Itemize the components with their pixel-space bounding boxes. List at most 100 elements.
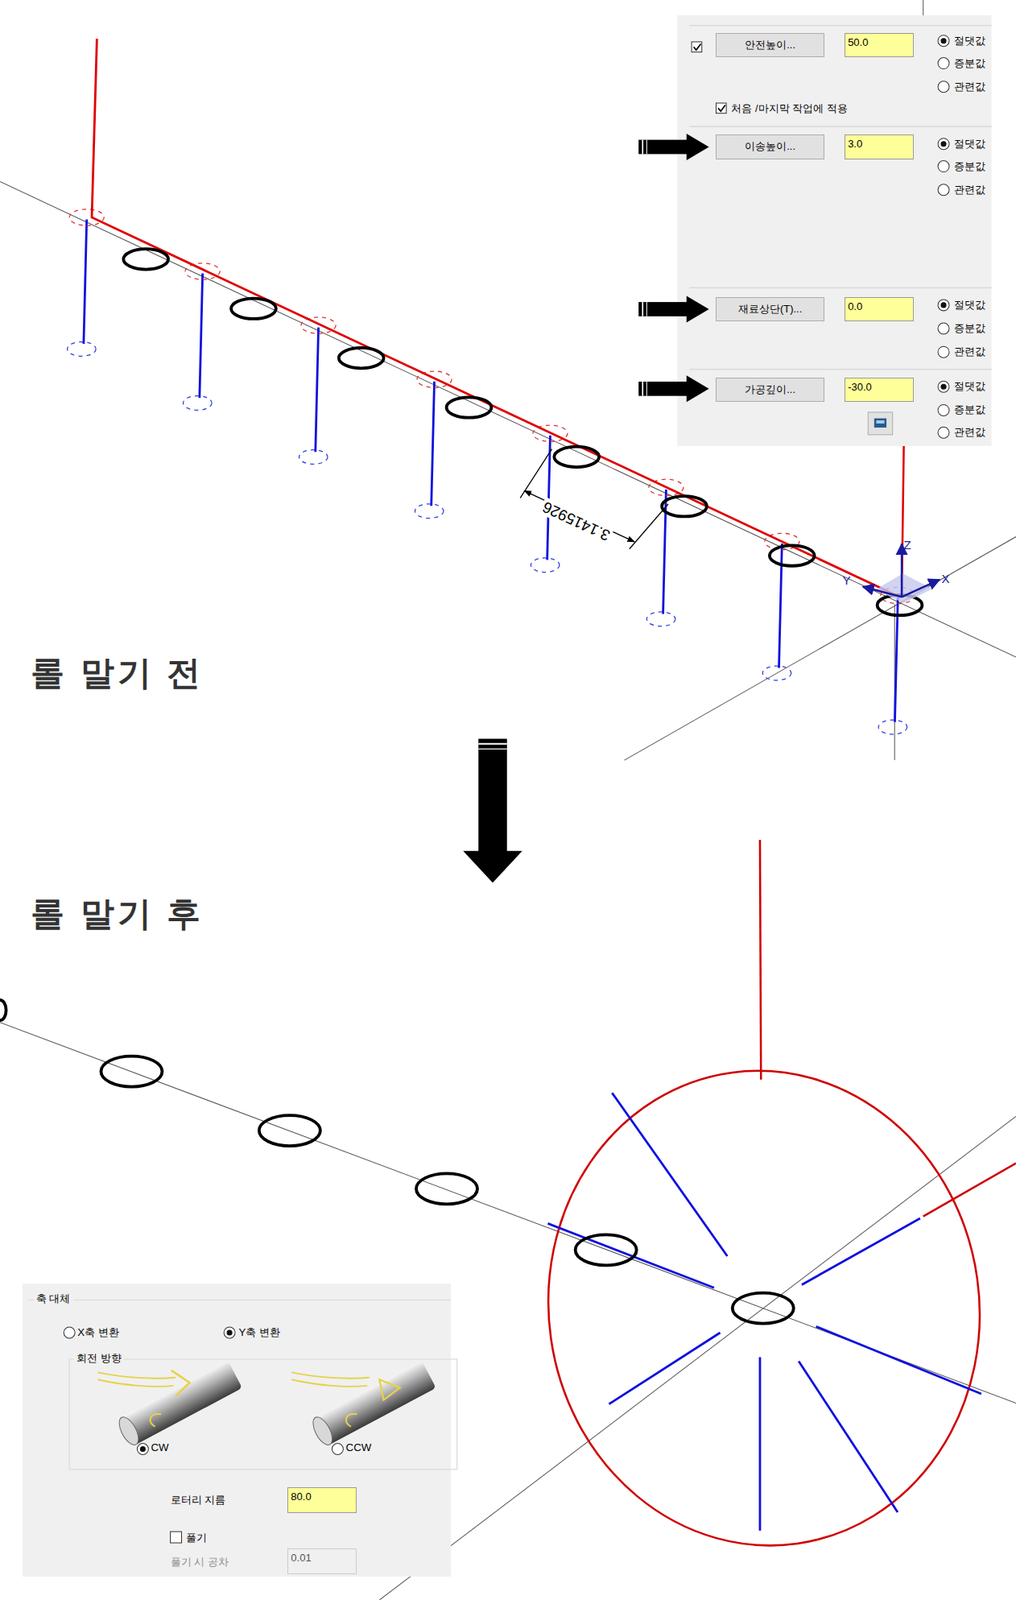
depth-ring (67, 342, 96, 357)
radio-button (331, 1442, 343, 1454)
group-heading: 회전 방향 (74, 1350, 124, 1366)
settings-panel (677, 15, 992, 447)
rotation-icon-cw (98, 1360, 243, 1448)
option-label: 처음 /마지막 작업에 적용 (731, 102, 847, 116)
radio-button (63, 1326, 75, 1339)
separator (689, 126, 992, 128)
push-button: 가공깊이... (715, 377, 824, 402)
radio-button (937, 35, 950, 47)
radio-button (937, 184, 950, 196)
field-value: 3.0 (847, 137, 863, 150)
radio-button (937, 322, 950, 335)
value-field: 0.0 (844, 297, 914, 322)
button-label: 안전높이... (744, 37, 796, 53)
option-label: 절댓값 (954, 379, 986, 394)
plunge-line (779, 543, 783, 669)
radio-button (136, 1442, 149, 1454)
view-title: 롤 말기 후 (30, 891, 204, 937)
push-button: 안전높이... (715, 33, 824, 58)
group-border (28, 1299, 451, 1301)
clearance-ring (185, 263, 220, 280)
callout-arrow (638, 133, 709, 161)
field-value: 80.0 (290, 1490, 311, 1503)
option-label: 증분값 (954, 56, 986, 71)
dimension-value: 3.1415926 (538, 497, 615, 546)
radio-button (937, 57, 950, 70)
value-field: 80.0 (287, 1486, 357, 1513)
option-label: CCW (346, 1441, 372, 1454)
radio-button (937, 426, 950, 438)
before-roll-view (0, 0, 1016, 760)
axis-label: Z (904, 537, 912, 552)
rapid-path (923, 1163, 1016, 1217)
push-button: 이송높이... (715, 134, 824, 159)
marker-ring (231, 298, 277, 319)
checkbox (170, 1531, 182, 1543)
separator (689, 24, 992, 26)
z-axis (900, 543, 904, 597)
view-title: 롤 말기 전 (30, 650, 204, 696)
marker-rings (0, 999, 794, 1324)
panel-ground (677, 15, 992, 447)
x-axis (901, 579, 940, 598)
button-label: 이송높이... (744, 139, 796, 154)
field-value: 0.01 (290, 1551, 311, 1564)
radio-button (937, 380, 950, 393)
callout-arrow (638, 295, 709, 323)
option-label: 관련값 (954, 79, 986, 95)
axis-substitution-panel (22, 1283, 458, 1577)
checkbox (691, 41, 703, 53)
option-label: 절댓값 (954, 33, 986, 49)
icon-button (867, 412, 893, 435)
callout-arrow (638, 375, 709, 402)
push-button: 재료상단(T)... (715, 297, 824, 322)
option-label: 풀기 (185, 1530, 207, 1545)
plunge-line (83, 218, 87, 344)
separator (689, 368, 992, 370)
depth-ring (762, 665, 791, 681)
axis-line (623, 536, 1016, 761)
option-label: 증분값 (954, 159, 986, 174)
group-box: 회전 방향 (69, 1350, 451, 1470)
depth-ring (530, 557, 559, 573)
value-field: -30.0 (844, 377, 914, 402)
radio-buttons (63, 1326, 343, 1454)
marker-ring (446, 396, 492, 418)
option-label: 절댓값 (954, 297, 986, 313)
depth-ring (183, 396, 212, 411)
transition-arrow (462, 738, 522, 883)
radio-button (937, 299, 950, 311)
option-label: 증분값 (954, 402, 986, 418)
radio-button (223, 1326, 236, 1339)
option-label: 관련값 (954, 344, 986, 360)
plunge-line (431, 381, 435, 507)
marker-ring (553, 446, 599, 467)
extension-line (629, 503, 669, 550)
clearance-ring (301, 317, 336, 334)
radio-button (937, 138, 950, 150)
marker-ring (661, 495, 707, 517)
option-label: 로터리 지름 (170, 1492, 227, 1508)
axis-label: Y (842, 573, 851, 587)
depth-ring (414, 503, 443, 519)
depth-ring (878, 719, 907, 735)
after-roll-view (0, 839, 1016, 1600)
plunge-line (199, 273, 203, 399)
toolpath-spokes (547, 1092, 982, 1531)
plunge-line (315, 327, 319, 453)
depth-ring (646, 611, 675, 627)
panel-ground (22, 1283, 451, 1577)
radio-button (937, 161, 950, 173)
button-label: 재료상단(T)... (738, 301, 802, 317)
depth-ring (299, 450, 328, 465)
separator (689, 287, 992, 289)
y-axis (863, 586, 902, 598)
marker-ring (123, 248, 169, 269)
axis-plane (875, 573, 933, 603)
option-label: 관련값 (954, 182, 986, 198)
value-field: 3.0 (844, 134, 914, 159)
option-label: Y축 변환 (238, 1325, 281, 1340)
radio-button (937, 404, 950, 416)
field-value: 50.0 (847, 36, 868, 49)
